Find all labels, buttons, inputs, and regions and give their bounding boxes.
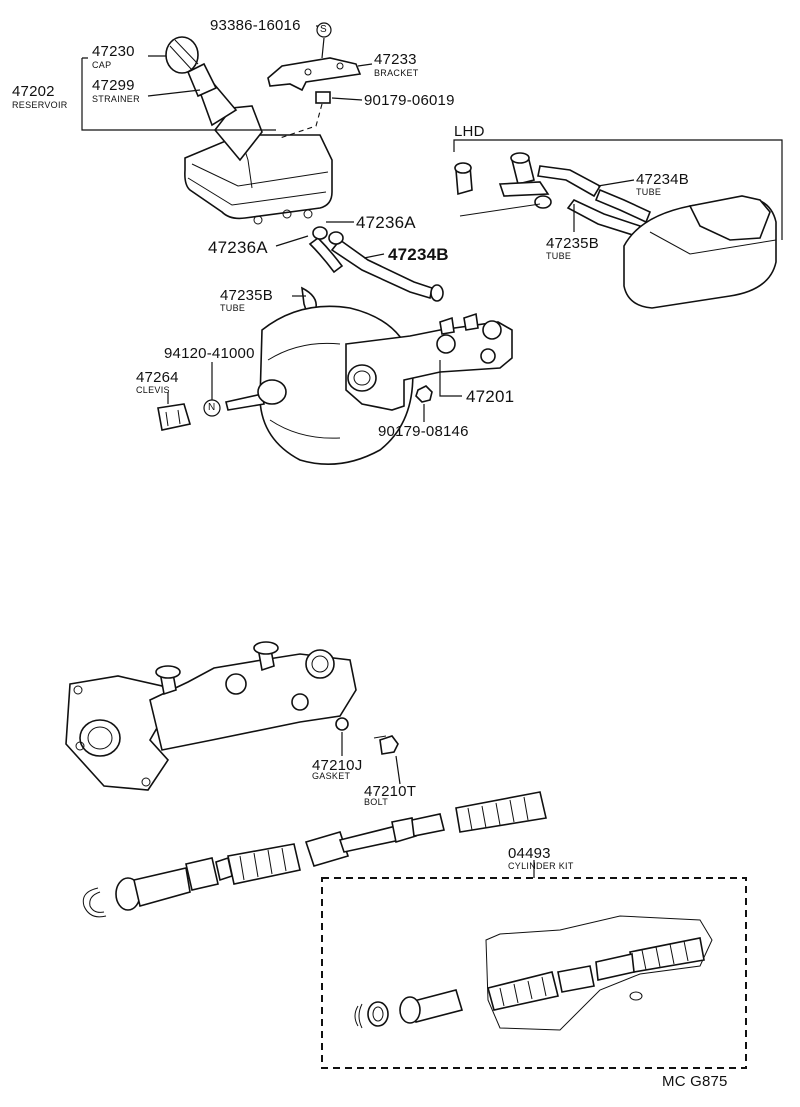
lhd-label-47235b-name: TUBE bbox=[546, 251, 572, 261]
label-47210j: 47210J bbox=[312, 757, 363, 774]
lhd-label-47234b: 47234B bbox=[636, 171, 689, 188]
label-90179-06019: 90179-06019 bbox=[364, 92, 455, 109]
label-47210j-name: GASKET bbox=[312, 771, 351, 781]
reservoir-assembly bbox=[165, 36, 362, 225]
symbol-n: N bbox=[208, 402, 216, 413]
lhd-inset bbox=[453, 139, 783, 309]
label-47202: 47202 bbox=[12, 83, 55, 100]
cylinder-kit bbox=[321, 860, 747, 1069]
booster-assembly bbox=[157, 305, 513, 465]
diagram-code: MC G875 bbox=[662, 1073, 728, 1090]
label-47210t: 47210T bbox=[364, 783, 417, 800]
label-47236a-upper: 47236A bbox=[356, 213, 416, 232]
label-47230: 47230 bbox=[92, 43, 135, 60]
label-47234b: 47234B bbox=[388, 245, 449, 264]
symbol-s: S bbox=[320, 24, 327, 35]
label-47264-name: CLEVIS bbox=[136, 385, 170, 395]
pistons bbox=[82, 791, 547, 918]
label-47201: 47201 bbox=[466, 387, 515, 406]
label-47230-name: CAP bbox=[92, 60, 112, 70]
label-04493: 04493 bbox=[508, 845, 551, 862]
label-47235b: 47235B bbox=[220, 287, 273, 304]
label-47264: 47264 bbox=[136, 369, 179, 386]
label-47299: 47299 bbox=[92, 77, 135, 94]
label-47233-name: BRACKET bbox=[374, 68, 419, 78]
lhd-label-47234b-name: TUBE bbox=[636, 187, 662, 197]
symbol-n-circle bbox=[203, 399, 221, 417]
master-cylinder-body bbox=[65, 641, 399, 791]
symbol-s-circle bbox=[316, 22, 332, 38]
label-47299-name: STRAINER bbox=[92, 94, 140, 104]
label-47202-name: RESERVOIR bbox=[12, 100, 68, 110]
lhd-title: LHD bbox=[454, 123, 485, 140]
label-47233: 47233 bbox=[374, 51, 417, 68]
label-90179-08146: 90179-08146 bbox=[378, 423, 469, 440]
label-93386-16016: 93386-16016 bbox=[210, 17, 301, 34]
label-47210t-name: BOLT bbox=[364, 797, 389, 807]
label-47236a-lower: 47236A bbox=[208, 238, 268, 257]
label-47235b-name: TUBE bbox=[220, 303, 246, 313]
leader-lines bbox=[81, 25, 635, 785]
label-94120-41000: 94120-41000 bbox=[164, 345, 255, 362]
label-04493-name: CYLINDER KIT bbox=[508, 861, 574, 871]
lhd-label-47235b: 47235B bbox=[546, 235, 599, 252]
